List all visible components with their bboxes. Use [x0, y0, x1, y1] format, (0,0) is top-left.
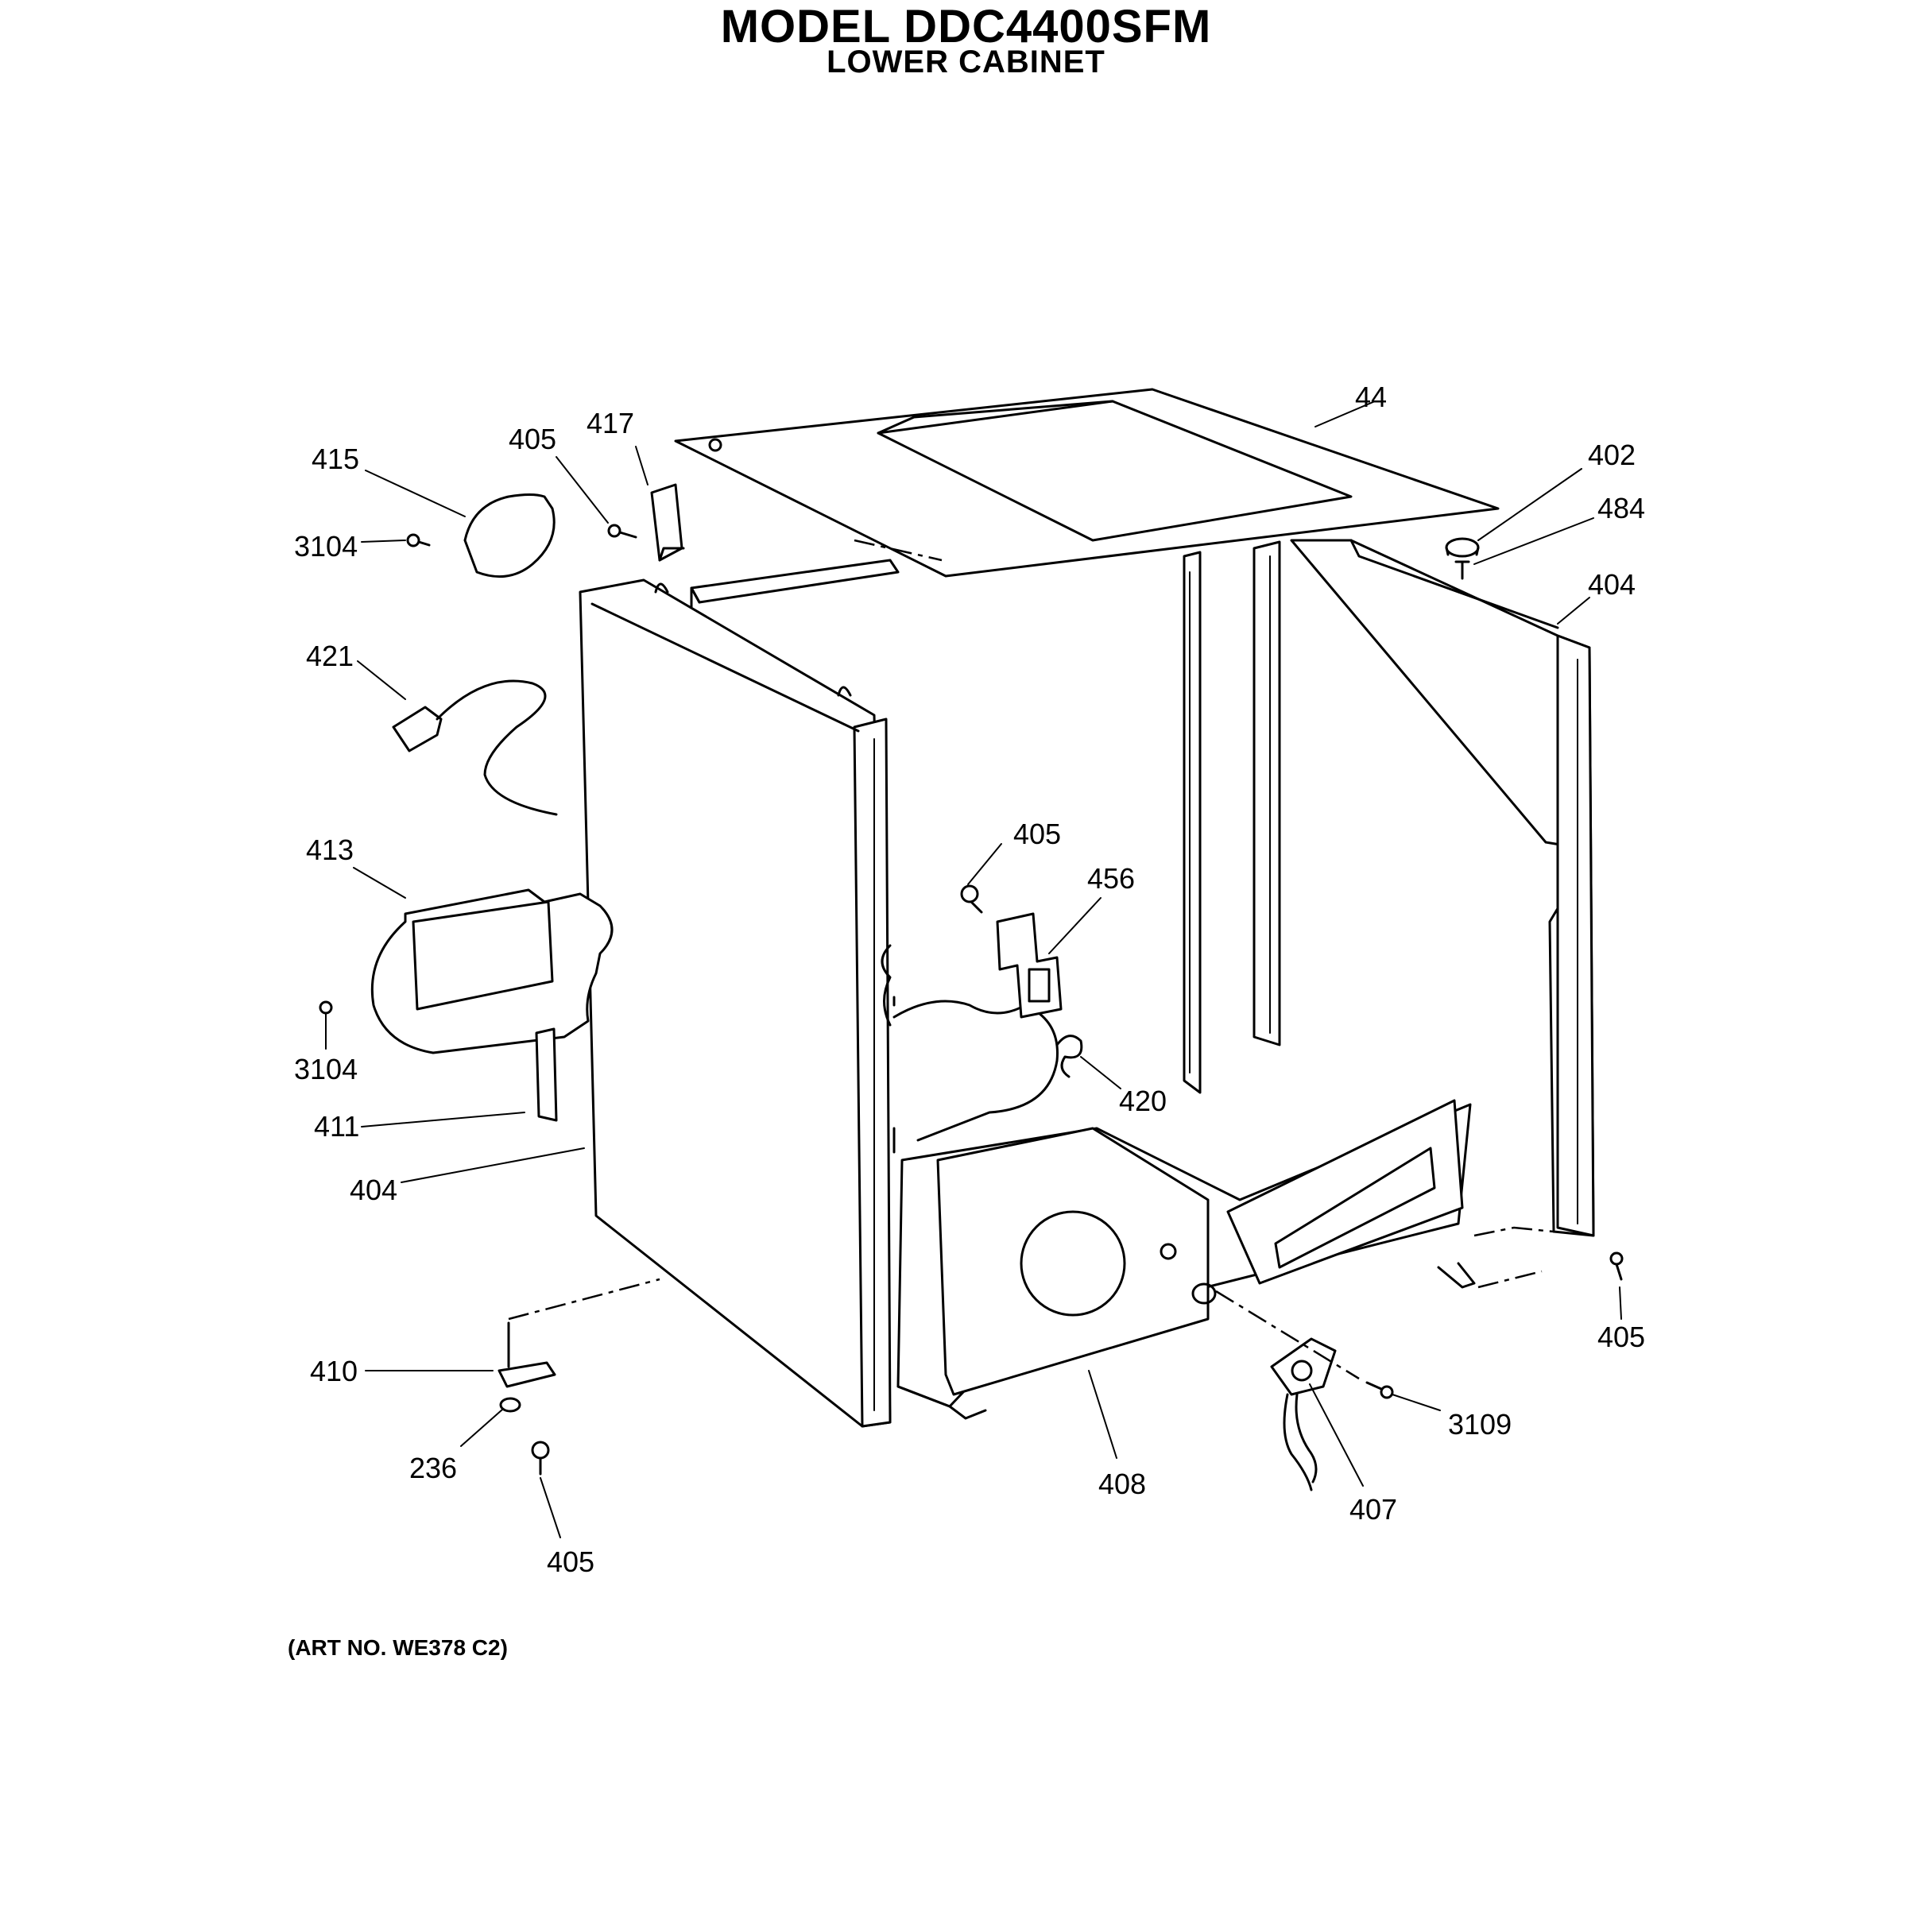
- callout-405-bottom: 405: [547, 1545, 594, 1578]
- screw-405-right: [1609, 1251, 1624, 1281]
- front-lower-rail: [892, 996, 1059, 1154]
- clip-420: [1055, 1035, 1083, 1078]
- thermostat-407: [1270, 1337, 1337, 1491]
- vent-cap-part: [463, 493, 556, 578]
- callout-413: 413: [306, 834, 354, 866]
- bumper-402: [1445, 537, 1480, 558]
- screw-405-mid: [960, 884, 983, 914]
- diagram-subtitle: LOWER CABINET: [827, 44, 1105, 79]
- leveling-leg-410: [498, 1321, 556, 1388]
- screw-405-bottom: [531, 1441, 550, 1476]
- callout-420: 420: [1119, 1085, 1167, 1117]
- callout-236: 236: [409, 1452, 457, 1484]
- callout-456: 456: [1087, 862, 1135, 895]
- screw-3104-top: [406, 533, 431, 547]
- screw-405-top: [607, 524, 637, 539]
- callout-404-left: 404: [350, 1174, 397, 1206]
- left-side-panel: [579, 578, 892, 1428]
- bracket-456: [996, 912, 1063, 1019]
- callout-405-mid: 405: [1013, 818, 1061, 850]
- callout-405-top: 405: [509, 423, 556, 455]
- callout-3104-top: 3104: [294, 530, 358, 563]
- assembly-lines: [508, 539, 1555, 1380]
- callout-3104-bottom: 3104: [294, 1053, 358, 1085]
- leader-lines: [325, 400, 1622, 1538]
- top-panel: [674, 388, 1500, 578]
- callout-404-right: 404: [1588, 568, 1636, 601]
- bracket-417: [650, 483, 685, 562]
- callout-417: 417: [587, 407, 634, 439]
- screw-3104-bottom: [319, 1000, 333, 1015]
- screw-484: [1454, 560, 1470, 580]
- power-cord-part: [392, 679, 558, 816]
- callout-408: 408: [1098, 1468, 1146, 1500]
- art-number: (ART NO. WE378 C2): [288, 1635, 508, 1660]
- access-panel-413: [370, 888, 614, 1054]
- callout-421: 421: [306, 640, 354, 672]
- callout-labels: 44 402 484 404 417 405 415 3104 421 413 …: [294, 381, 1645, 1578]
- washer-236: [499, 1397, 521, 1413]
- callout-405-right: 405: [1597, 1321, 1645, 1353]
- screw-3109: [1365, 1381, 1394, 1399]
- callout-415: 415: [312, 443, 359, 475]
- callout-44: 44: [1355, 381, 1387, 413]
- diagram-title: MODEL DDC4400SFM: [720, 1, 1212, 52]
- bracket-411: [535, 1027, 558, 1122]
- callout-402: 402: [1588, 439, 1636, 471]
- callout-484: 484: [1597, 492, 1645, 524]
- callout-410: 410: [310, 1355, 358, 1387]
- cabinet-frame: [690, 540, 1476, 1420]
- callout-3109: 3109: [1448, 1408, 1512, 1441]
- callout-407: 407: [1349, 1493, 1397, 1526]
- callout-411: 411: [314, 1110, 359, 1143]
